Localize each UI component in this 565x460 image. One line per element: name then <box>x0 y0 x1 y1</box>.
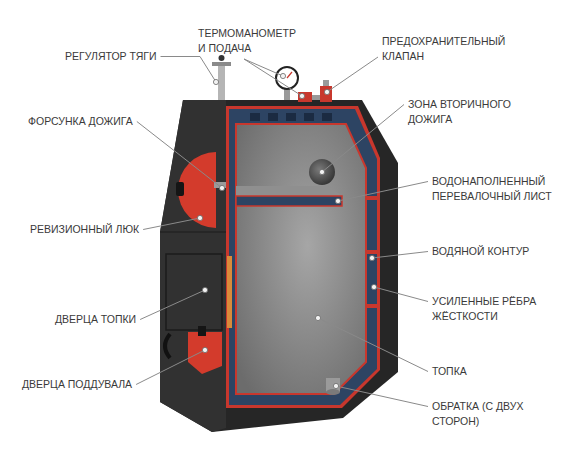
leader-line <box>140 290 205 320</box>
leader-line <box>318 318 428 372</box>
hatch-handle <box>176 182 184 196</box>
leader-dot <box>324 89 329 94</box>
draft-regulator <box>218 66 225 100</box>
water-channel <box>286 113 296 121</box>
leader-line <box>372 252 428 259</box>
water-channel <box>304 113 314 121</box>
leader-line <box>137 122 222 189</box>
water-channel <box>268 113 278 121</box>
cut-edge <box>226 106 380 408</box>
water-channel <box>322 113 332 121</box>
safety-valve <box>320 86 332 102</box>
callout-label: ОБРАТКА (С ДВУХ СТОРОН) <box>432 399 535 429</box>
leader-line <box>143 218 200 230</box>
gauge-needle <box>287 72 292 78</box>
transfer-sheet-front <box>236 196 342 206</box>
callout-label: ДВЕРЦА ПОДДУВАЛА <box>22 377 132 392</box>
leader-dot <box>280 73 285 78</box>
water-jacket <box>229 109 377 405</box>
leader-dot <box>213 79 218 84</box>
leader-line <box>136 350 205 385</box>
leader-line <box>244 59 283 76</box>
leader-line <box>327 57 378 92</box>
callout-label: УСИЛЕННЫЕ РЁБРА ЖЁСТКОСТИ <box>432 294 558 324</box>
leader-dot <box>219 185 224 190</box>
leader-dot <box>299 93 304 98</box>
stiffening-rib <box>366 196 377 200</box>
leader-line <box>374 287 428 302</box>
door-handle <box>165 334 170 358</box>
callout-label: ПРЕДОХРАНИТЕЛЬНЫЙ КЛАПАН <box>382 34 512 64</box>
thermomanometer <box>276 67 298 89</box>
leader-line <box>322 105 404 173</box>
stiffening-rib <box>366 304 377 308</box>
boiler-body <box>160 100 398 432</box>
leader-dot <box>319 169 324 174</box>
firebox <box>236 124 366 394</box>
leader-lines <box>136 57 428 407</box>
leader-dot <box>335 198 340 203</box>
panel-seam <box>160 232 226 233</box>
water-channel <box>250 113 260 121</box>
leader-dot <box>202 347 207 352</box>
draft-regulator-knob <box>219 55 225 61</box>
boiler-front-face <box>160 100 226 432</box>
callout-label: РЕГУЛЯТОР ТЯГИ <box>65 49 157 64</box>
leader-dot <box>315 315 320 320</box>
return-pipe-end <box>326 389 340 395</box>
callout-label: ФОРСУНКА ДОЖИГА <box>28 114 133 129</box>
callout-label: ТОПКА <box>432 364 467 379</box>
leader-line <box>244 59 302 96</box>
fire-door <box>166 254 222 330</box>
callout-label: ДВЕРЦА ТОПКИ <box>55 312 136 327</box>
leader-line <box>336 386 428 407</box>
callout-label: ВОДЯНОЙ КОНТУР <box>432 244 529 259</box>
safety-valve-cap <box>323 80 329 86</box>
draft-regulator-cap <box>212 62 231 66</box>
stiffening-rib <box>366 250 377 254</box>
ash-door-handle <box>198 326 206 336</box>
door-seal <box>227 256 232 328</box>
pipe-fitting <box>312 95 320 100</box>
leader-dot <box>369 255 374 260</box>
supply-pipe <box>298 92 312 102</box>
transfer-sheet-top <box>236 186 342 196</box>
leader-dot <box>197 215 202 220</box>
secondary-zone-opening <box>309 159 335 185</box>
callout-label: ЗОНА ВТОРИЧНОГО ДОЖИГА <box>408 97 520 127</box>
leader-dot <box>371 284 376 289</box>
ash-pit-door <box>188 332 222 374</box>
leader-dot <box>202 287 207 292</box>
leader-line <box>338 182 428 202</box>
callout-label: ТЕРМОМАНОМЕТР И ПОДАЧА <box>198 26 301 56</box>
leader-dot <box>333 383 338 388</box>
leader-line <box>161 57 216 83</box>
callout-label: РЕВИЗИОННЫЙ ЛЮК <box>30 222 139 237</box>
callout-label: ВОДОНАПОЛНЕННЫЙ ПЕРЕВАЛОЧНЫЙ ЛИСТ <box>432 174 558 204</box>
